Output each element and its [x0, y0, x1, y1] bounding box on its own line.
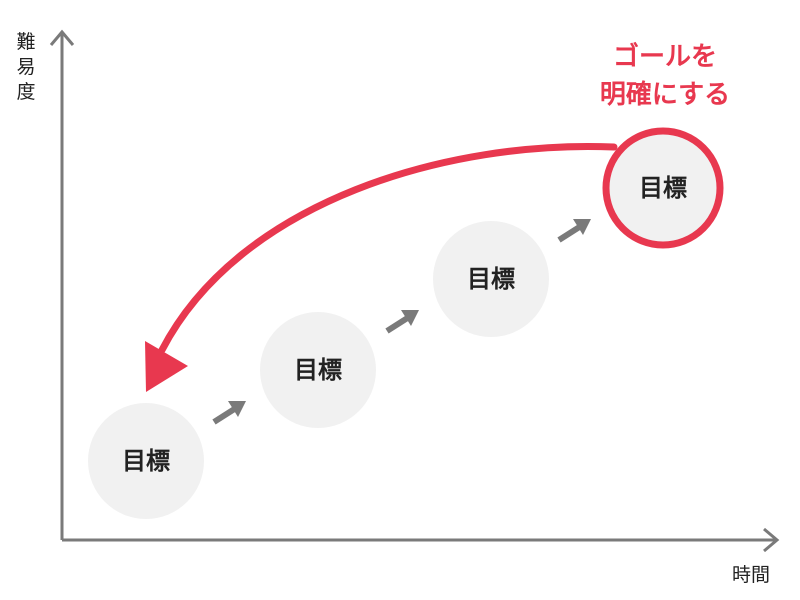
- goal-caption: ゴールを 明確にする: [580, 38, 750, 114]
- x-axis-label: 時間: [732, 564, 771, 586]
- goal-node-1-label: 目標: [122, 447, 170, 475]
- goal-node-final: [602, 127, 724, 249]
- goal-node-2-label: 目標: [294, 356, 342, 384]
- goal-caption-line1: ゴールを: [612, 42, 717, 72]
- step-arrow-2: [385, 310, 419, 334]
- goal-node-3-label: 目標: [467, 265, 515, 293]
- goal-node-3: [433, 221, 549, 337]
- step-arrow-3: [557, 219, 591, 243]
- step-arrow-1: [212, 401, 246, 425]
- goal-return-arrow: [145, 142, 618, 392]
- goal-node-final-label: 目標: [639, 174, 687, 202]
- x-axis: [62, 527, 780, 553]
- goal-node-2: [260, 312, 376, 428]
- goal-node-1: [88, 403, 204, 519]
- y-axis-label: 難易度: [16, 31, 36, 103]
- y-axis: [49, 29, 75, 540]
- goal-caption-line2: 明確にする: [599, 80, 731, 110]
